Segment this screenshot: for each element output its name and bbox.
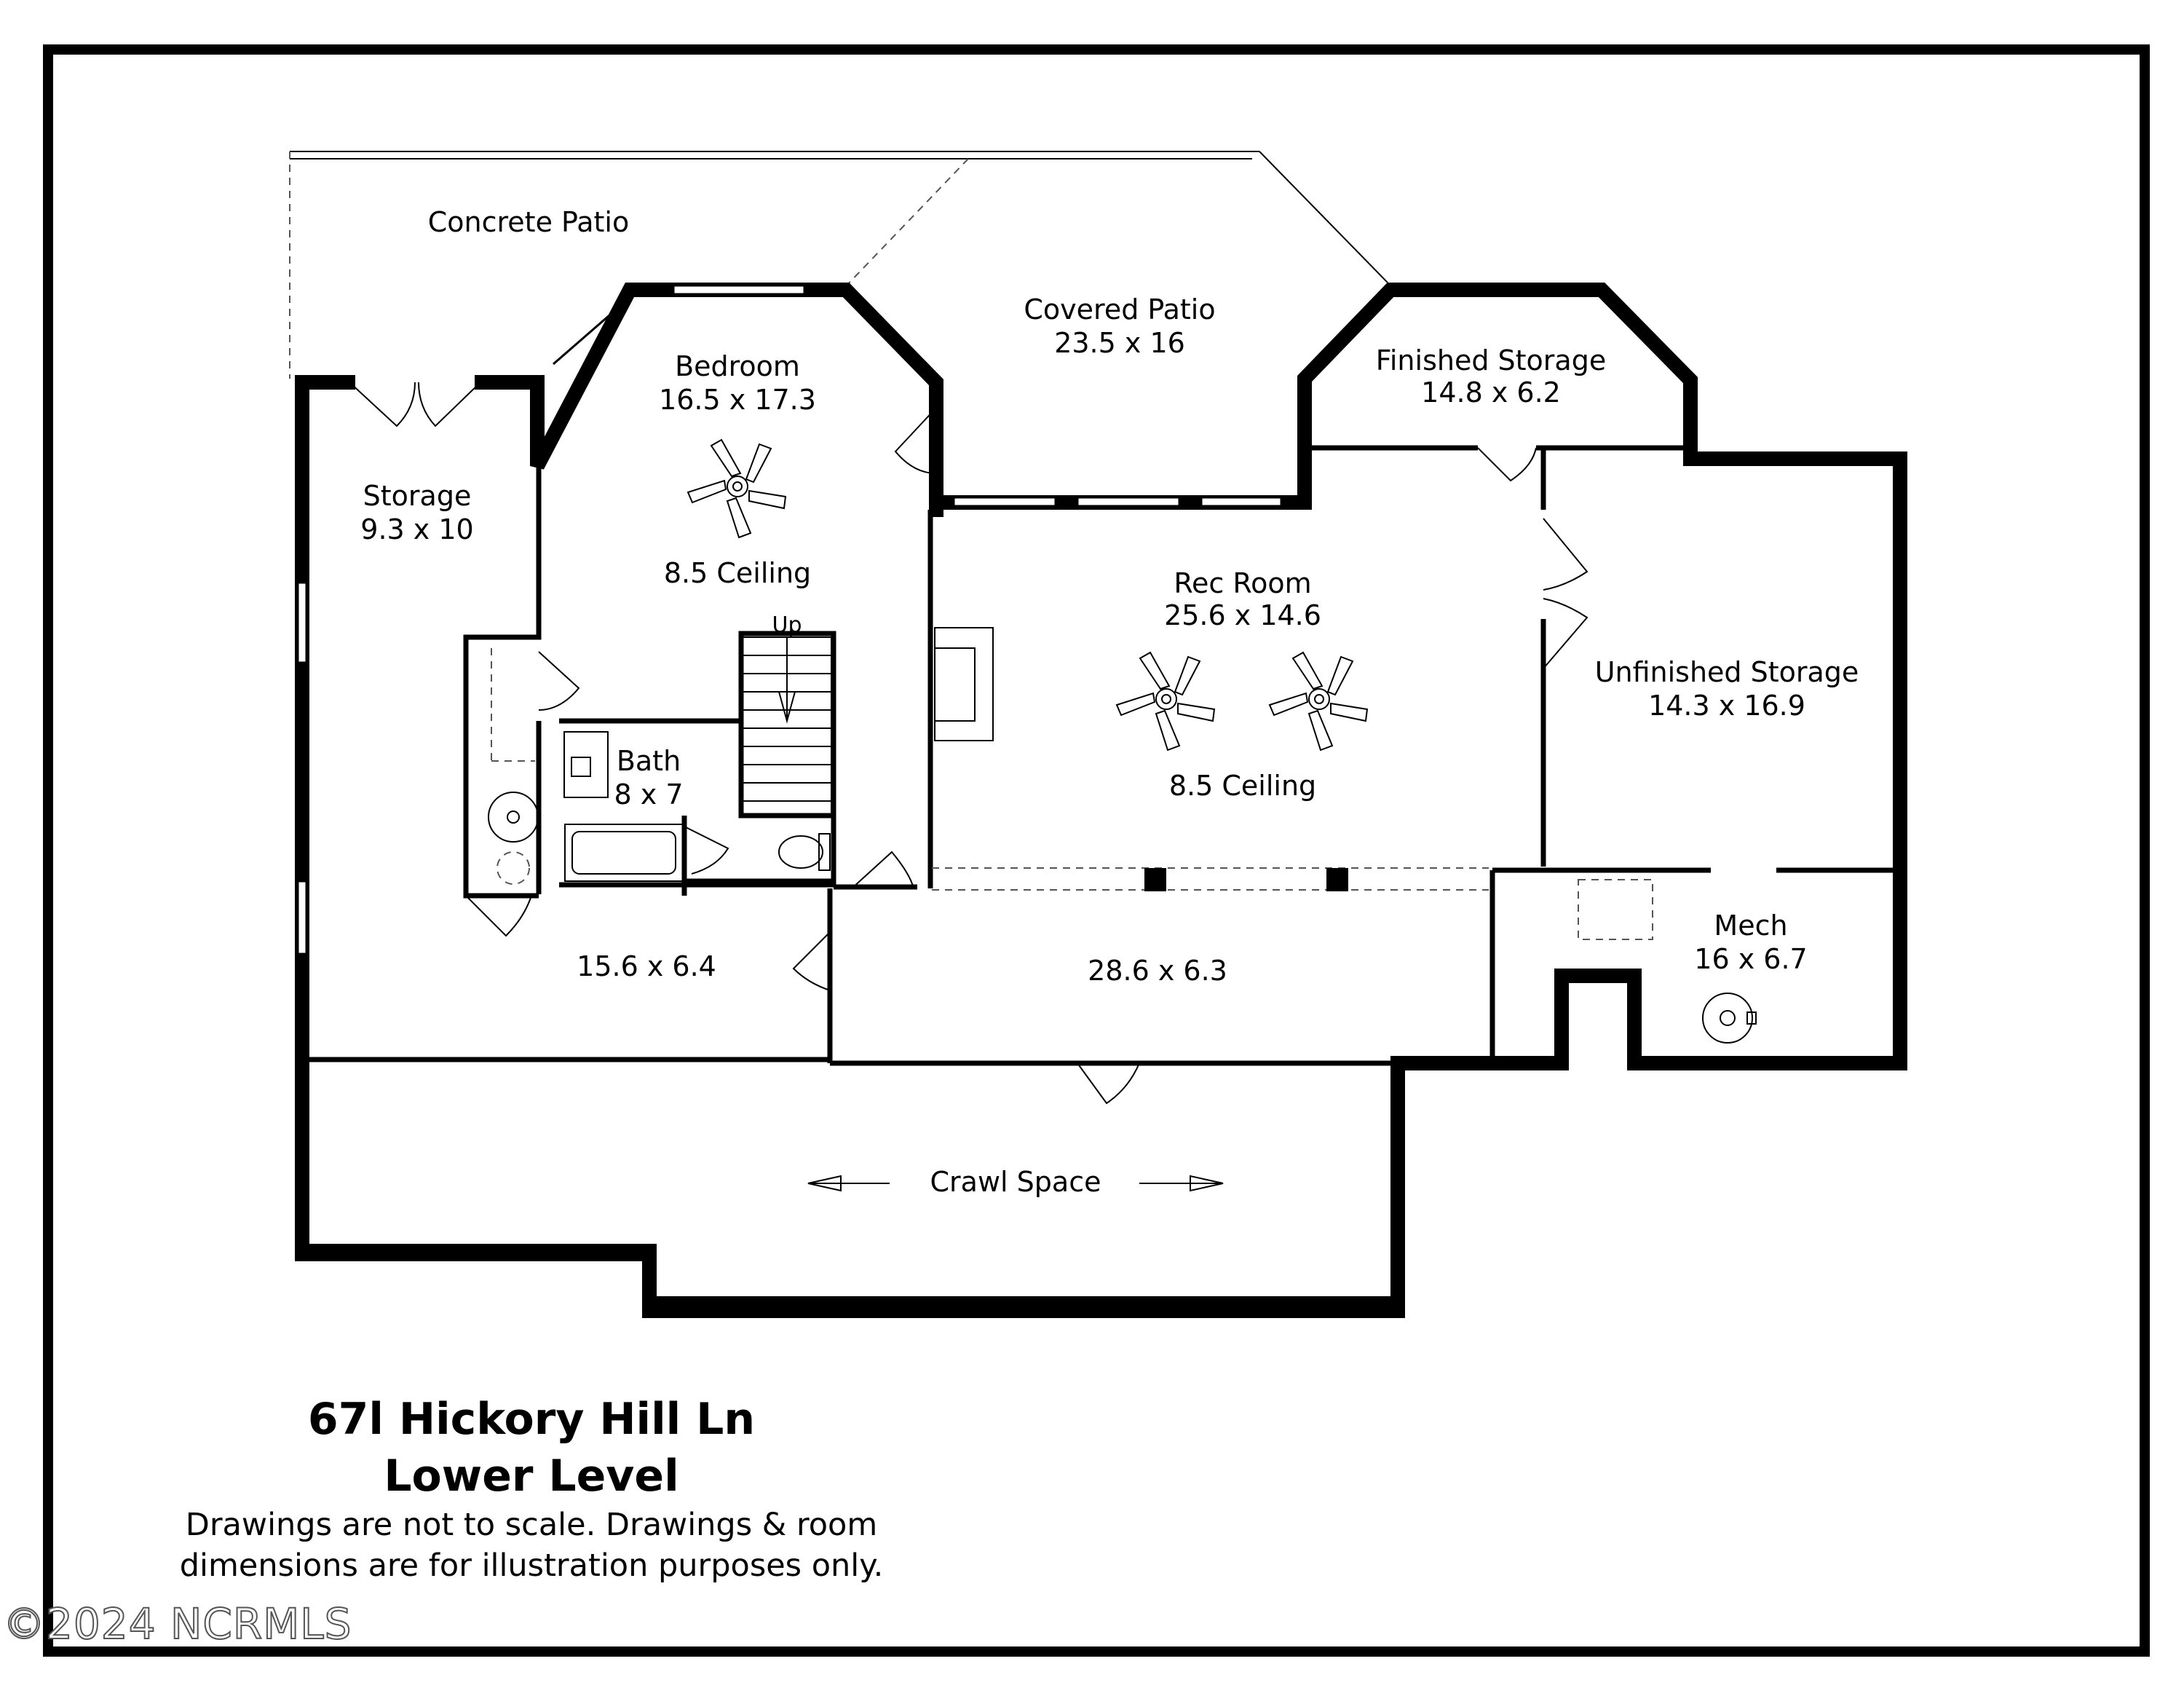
storage-label: Storage <box>363 480 472 512</box>
crawl-space-walls <box>295 1056 1405 1318</box>
page-frame <box>43 44 2150 1657</box>
crawl-space-arrows <box>807 1175 1224 1192</box>
concrete-patio-label: Concrete Patio <box>428 206 629 238</box>
storage-dims: 9.3 x 10 <box>360 513 473 545</box>
exterior-walls <box>295 283 1907 1311</box>
rec-room-label: Rec Room <box>1174 567 1311 599</box>
rec-room-dims: 25.6 x 14.6 <box>1164 599 1321 631</box>
covered-patio-dims: 23.5 x 16 <box>1054 327 1185 359</box>
copyright-watermark: ©2024 NCRMLS <box>2 1598 352 1649</box>
bath-label: Bath <box>617 745 681 777</box>
ceiling-fan-icon <box>687 438 787 539</box>
unfinished-storage-label: Unfinished Storage <box>1595 656 1859 688</box>
hall-center-dims: 28.6 x 6.3 <box>1088 955 1227 987</box>
windows <box>296 284 1283 955</box>
finished-storage-label: Finished Storage <box>1376 344 1606 376</box>
disclaimer-line-1: Drawings are not to scale. Drawings & ro… <box>185 1507 878 1543</box>
bedroom-dims: 16.5 x 17.3 <box>659 384 816 416</box>
crawl-space-label: Crawl Space <box>930 1166 1101 1198</box>
fireplace <box>934 627 994 741</box>
ceiling-fan-icon <box>1115 651 1216 752</box>
mech-dims: 16 x 6.7 <box>1694 943 1807 975</box>
staircase <box>742 636 832 816</box>
hall-left-dims: 15.6 x 6.4 <box>577 950 716 982</box>
rec-room-ceiling: 8.5 Ceiling <box>1169 770 1316 802</box>
doors <box>349 382 1588 1105</box>
ceiling-fan-icon <box>1268 651 1369 752</box>
bedroom-label: Bedroom <box>675 350 800 382</box>
interior-walls <box>302 445 1896 1066</box>
finished-storage-dims: 14.8 x 6.2 <box>1421 376 1561 409</box>
unfinished-storage-dims: 14.3 x 16.9 <box>1648 690 1805 722</box>
disclaimer-line-2: dimensions are for illustration purposes… <box>179 1547 884 1584</box>
columns <box>932 867 1489 891</box>
level-title: Lower Level <box>384 1451 679 1502</box>
address-title: 67l Hickory Hill Ln <box>307 1394 756 1445</box>
stairs-up-label: Up <box>772 612 802 638</box>
bath-fixtures <box>488 648 831 885</box>
title-block: 67l Hickory Hill Ln Lower Level Drawings… <box>146 1391 917 1586</box>
bath-dims: 8 x 7 <box>614 778 684 811</box>
bedroom-ceiling: 8.5 Ceiling <box>664 557 811 589</box>
concrete-patio-outline <box>289 151 1388 379</box>
covered-patio-label: Covered Patio <box>1024 293 1215 326</box>
mech-equipment <box>1578 879 1757 1044</box>
mech-label: Mech <box>1714 910 1787 942</box>
